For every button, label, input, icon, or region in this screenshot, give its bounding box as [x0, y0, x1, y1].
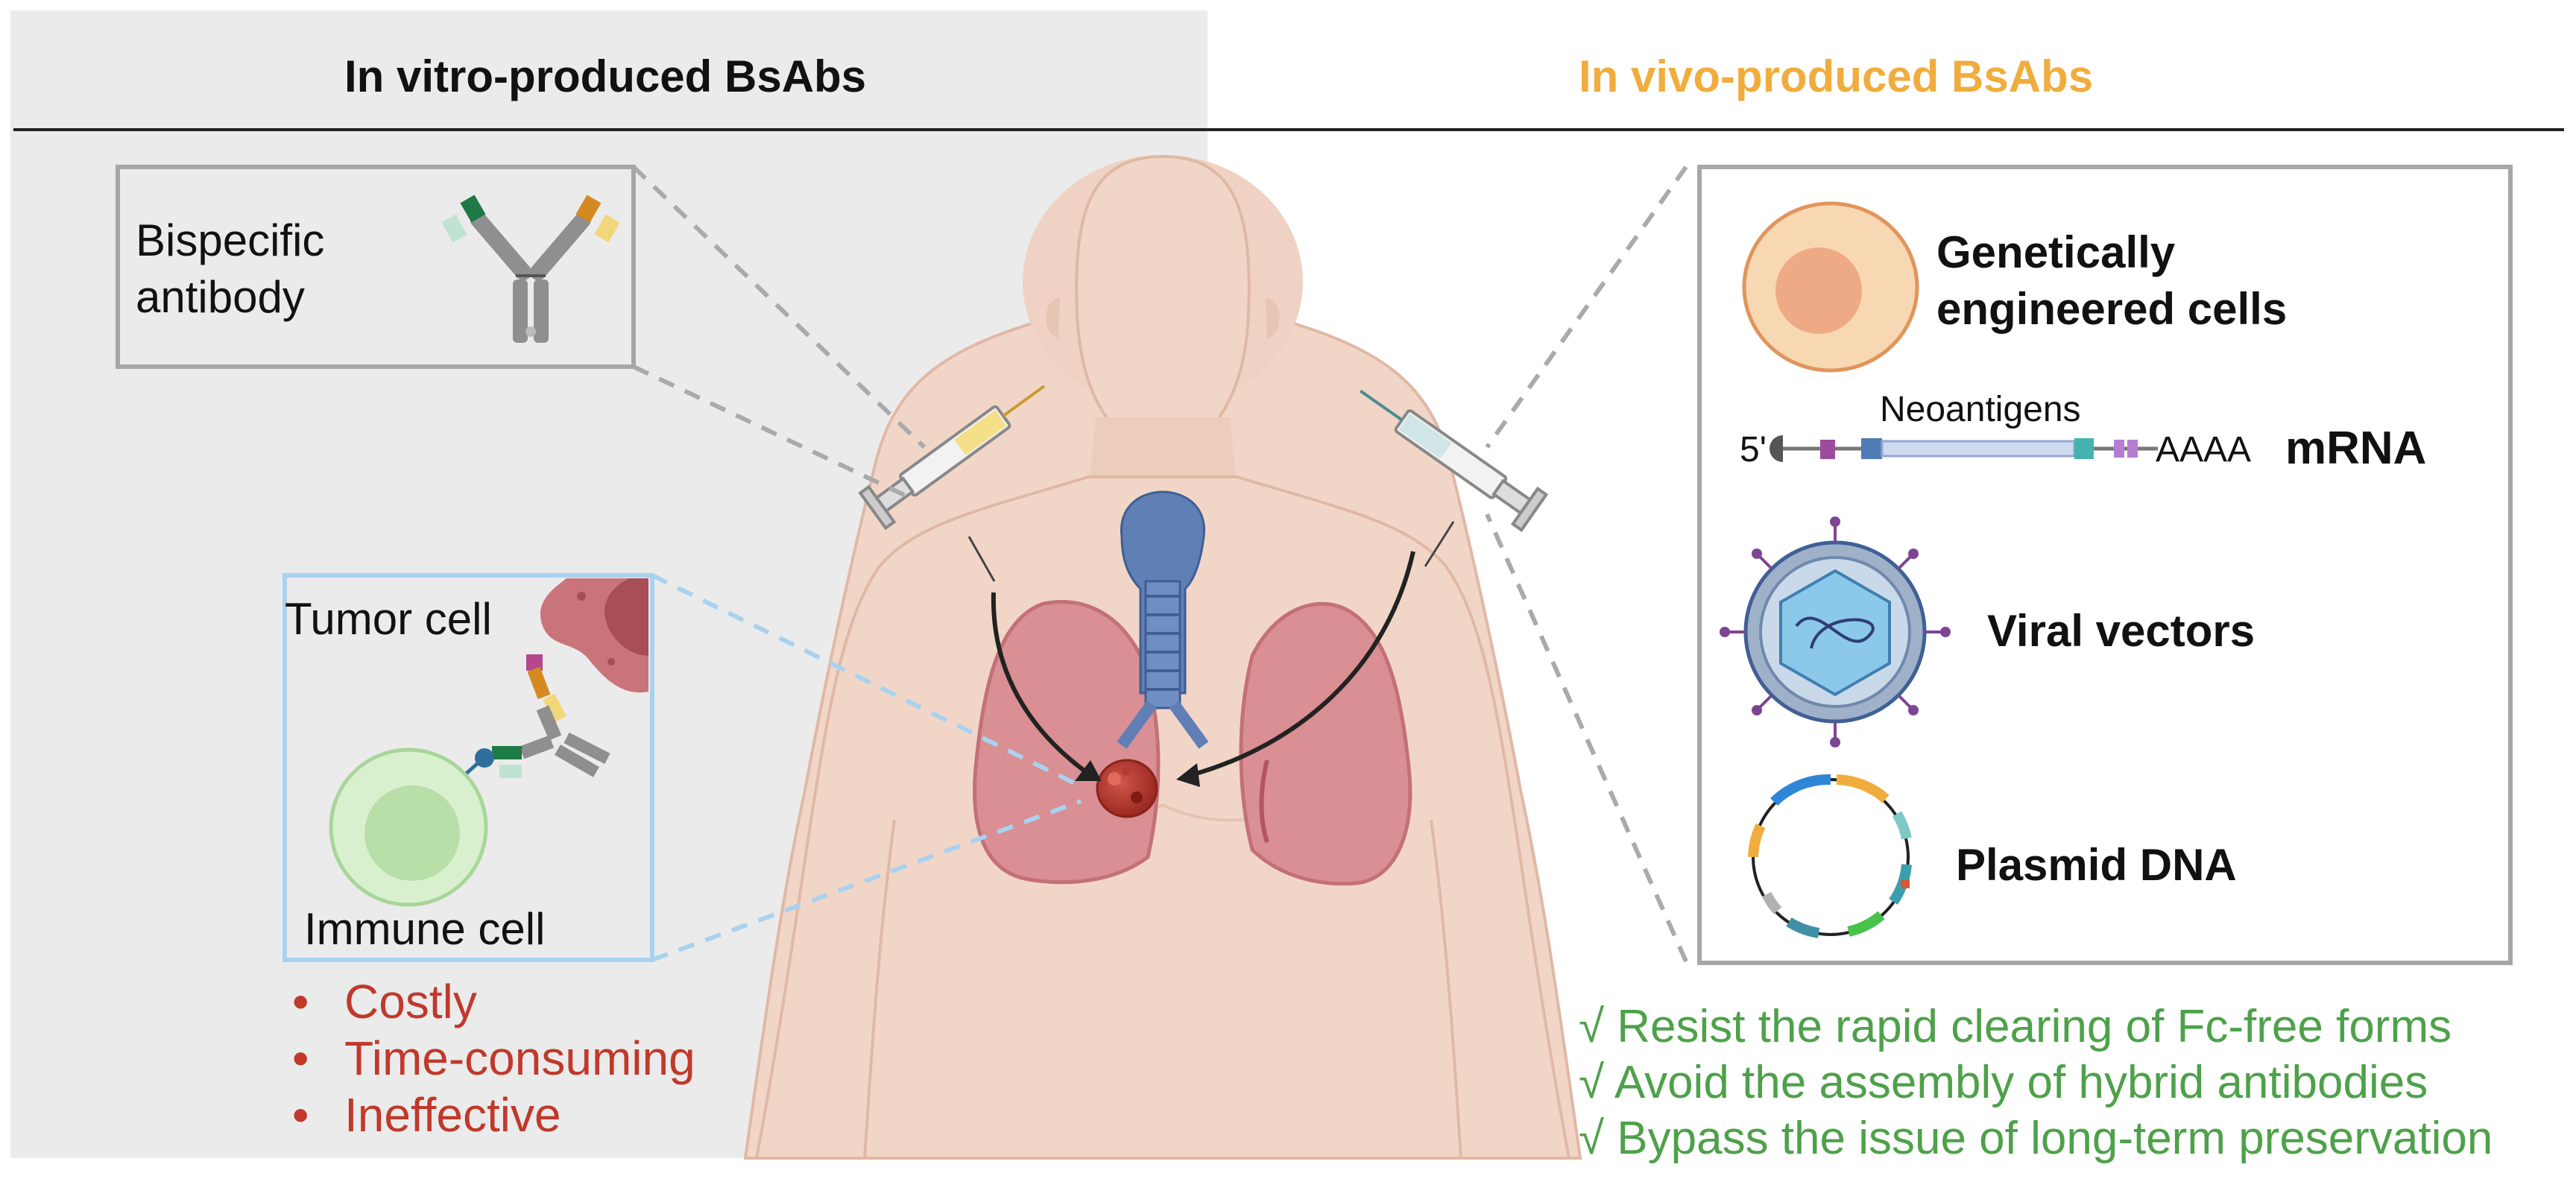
immune-cell-label: Immune cell: [304, 904, 546, 954]
drawback-item: •Ineffective: [292, 1088, 561, 1142]
right-lung-icon: [1239, 601, 1412, 886]
tumor-cell-label: Tumor cell: [285, 594, 492, 644]
head-icon: [1075, 154, 1251, 457]
antibody-icon: [441, 195, 620, 343]
drawback-item: •Time-consuming: [292, 1031, 695, 1085]
left-arrow: [991, 592, 1090, 776]
left-header: In vitro-produced BsAbs: [344, 51, 867, 101]
cells-label-line1: Genetically: [1936, 227, 2176, 277]
advantage-item: √ Avoid the assembly of hybrid antibodie…: [1579, 1057, 2428, 1108]
trachea-icon: [1117, 490, 1209, 749]
bsab-label-line1: Bispecific: [136, 215, 325, 265]
mrna-polya-label: AAAA: [2156, 430, 2252, 470]
lung-tumor-icon: [1096, 759, 1158, 818]
bsab-label-line2: antibody: [136, 272, 305, 322]
cell-icon: [1742, 201, 1919, 373]
mrna-5prime-label: 5': [1740, 430, 1767, 470]
advantage-item: √ Bypass the issue of long-term preserva…: [1579, 1113, 2493, 1164]
viral-vectors-label: Viral vectors: [1987, 606, 2255, 656]
plasmid-dna-label: Plasmid DNA: [1956, 840, 2237, 890]
drawback-item: •Costly: [292, 975, 477, 1028]
mrna-label: mRNA: [2285, 423, 2427, 474]
mrna-icon: [1770, 435, 2158, 462]
bound-antibody-icon: [442, 654, 610, 795]
plasmid-icon: [1748, 774, 1912, 938]
advantage-item: √ Resist the rapid clearing of Fc-free f…: [1579, 1001, 2452, 1052]
tumor-icon: [540, 578, 648, 693]
right-arrow: [1190, 551, 1415, 777]
mrna-neoantigens-label: Neoantigens: [1880, 390, 2081, 429]
right-syringe-icon: [1360, 389, 1549, 532]
bsab-box: [116, 165, 636, 369]
virus-icon: [1720, 516, 1951, 747]
immune-cell-icon: [329, 747, 488, 907]
drawback-list: •Costly •Time-consuming •Ineffective: [292, 973, 695, 1143]
cells-label-line2: engineered cells: [1936, 284, 2288, 334]
right-header: In vivo-produced BsAbs: [1579, 51, 2094, 101]
advantage-list: √ Resist the rapid clearing of Fc-free f…: [1579, 999, 2493, 1166]
